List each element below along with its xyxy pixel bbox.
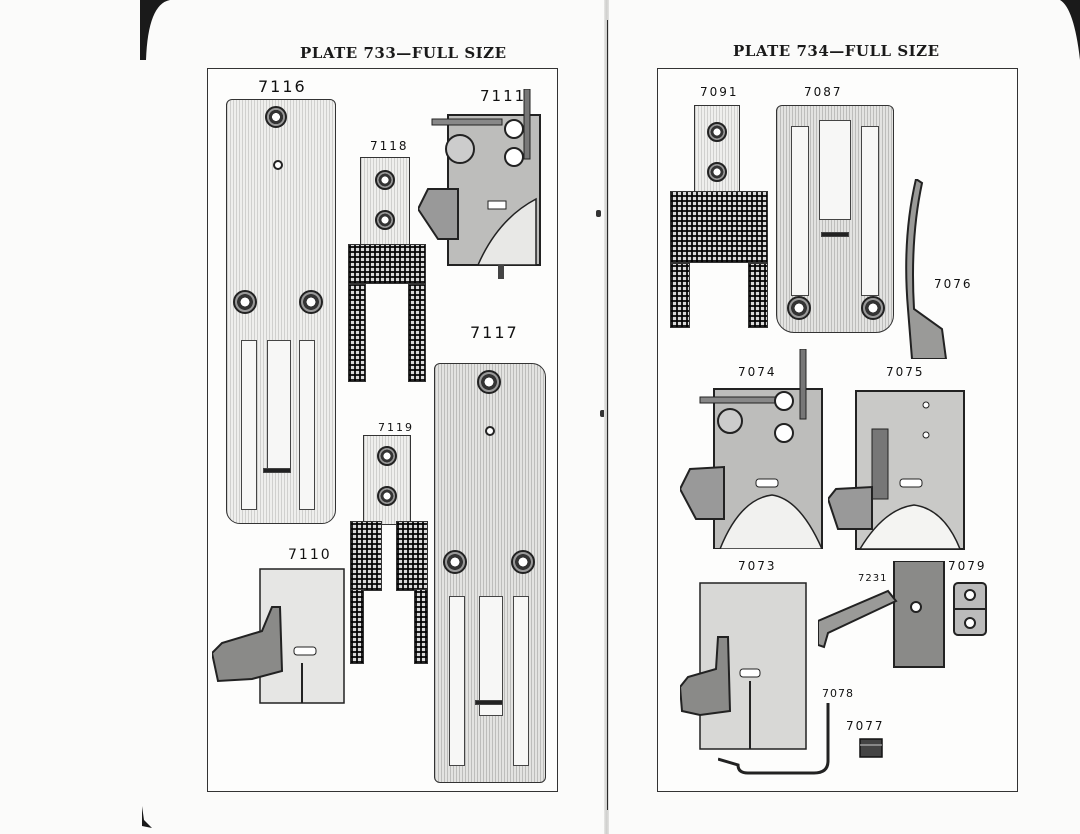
page-mark [596,210,601,217]
part-number: 7079 [948,559,987,573]
spine-line [607,20,608,810]
part-number: 7116 [258,77,307,96]
plate-frame: 7091 7087 70 [657,68,1018,792]
feed-dog-icon [360,157,410,247]
left-page: PLATE 733—FULL SIZE 7116 7111 [140,0,605,828]
needle-guard-icon [905,179,948,359]
right-page: PLATE 734—FULL SIZE 7091 7087 [609,0,1080,834]
part-number: 7075 [886,365,925,379]
part-number: 7110 [288,547,332,563]
presser-foot-icon [212,568,345,704]
part-number: 7091 [700,85,739,99]
part-number: 7111 [480,87,527,105]
part-number: 7087 [804,85,843,99]
plate-title: PLATE 733—FULL SIZE [300,44,507,62]
bushing-icon [859,738,883,758]
part-number: 7073 [738,559,777,573]
bracket-icon [818,561,945,668]
presser-foot-icon [828,390,965,550]
part-number: 7231 [858,573,888,584]
plate-title: PLATE 734—FULL SIZE [733,42,940,60]
wire-rod-icon [718,703,830,775]
page-mark [600,410,605,417]
presser-foot-icon [680,582,807,750]
hinge-plate-icon [953,582,987,636]
page-mark-icon [142,806,152,828]
part-number: 7077 [846,719,885,733]
feed-dog-icon [694,105,740,193]
part-number: 7119 [378,421,414,434]
plate-frame: 7116 7111 [207,68,558,792]
throat-plate-icon [776,105,894,333]
feed-dog-icon [363,435,411,525]
throat-plate-icon [226,99,336,524]
part-number: 7076 [934,277,973,291]
part-number: 7118 [370,139,409,153]
presser-foot-assembly-icon [680,349,823,549]
presser-foot-assembly-icon [418,89,541,279]
throat-plate-icon [434,363,546,783]
part-number: 7074 [738,365,777,379]
page-corner-icon [1060,0,1080,60]
part-number: 7078 [822,687,854,700]
page-corner-icon [140,0,170,60]
part-number: 7117 [470,323,519,342]
